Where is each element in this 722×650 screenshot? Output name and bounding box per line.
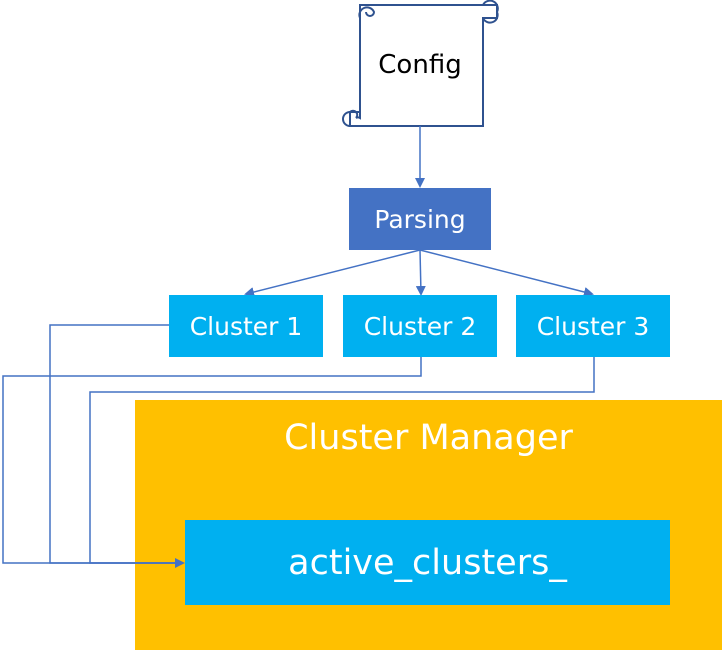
parsing-label: Parsing xyxy=(374,204,466,234)
cluster-3-box: Cluster 3 xyxy=(516,295,670,357)
scroll-top-right-curl xyxy=(482,0,499,24)
scroll-bottom-curl xyxy=(342,109,361,127)
connector-cluster-3-active xyxy=(89,357,595,568)
parsing-box: Parsing xyxy=(349,188,491,250)
connector-cluster-1-active xyxy=(49,324,183,564)
config-scroll-shape xyxy=(342,0,499,127)
connector-parsing-cluster-2 xyxy=(415,249,426,296)
cluster-1-label: Cluster 1 xyxy=(189,311,303,341)
connector-cluster-2-active xyxy=(2,357,422,564)
cluster-2-box: Cluster 2 xyxy=(343,295,497,357)
cluster-1-box: Cluster 1 xyxy=(169,295,323,357)
cluster-3-label: Cluster 3 xyxy=(536,311,650,341)
connector-parsing-cluster-1 xyxy=(244,249,421,297)
scroll-top-curl xyxy=(358,6,376,19)
active-clusters-label: active_clusters_ xyxy=(288,542,567,583)
cluster-2-label: Cluster 2 xyxy=(363,311,477,341)
cluster-manager-label: Cluster Manager xyxy=(284,418,573,458)
config-label: Config xyxy=(378,50,462,80)
connector-parsing-cluster-3 xyxy=(419,249,594,297)
active-clusters-box: active_clusters_ xyxy=(185,520,670,605)
